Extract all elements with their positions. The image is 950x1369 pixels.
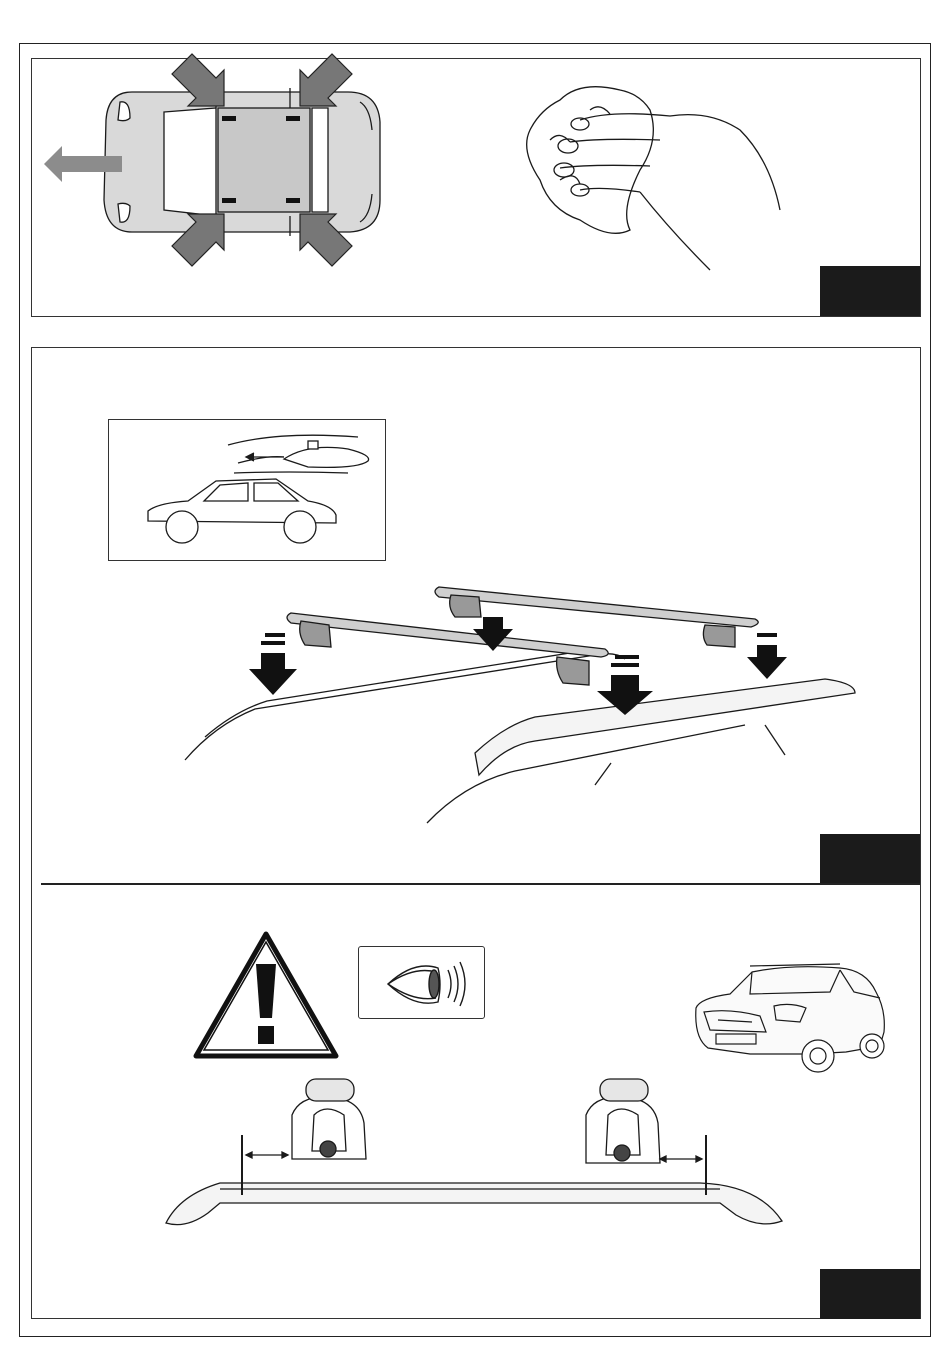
eye-inspect-icon — [358, 946, 485, 1019]
crossbar-mounting-illustration — [175, 575, 865, 835]
step-tab-3 — [820, 1269, 920, 1319]
equal-distance-rail-diagram — [160, 1075, 790, 1235]
step-tab-2 — [820, 834, 920, 884]
panel-divider — [41, 883, 920, 885]
vehicle-photo — [690, 962, 890, 1077]
airflow-inset-illustration — [108, 419, 386, 561]
warning-triangle-icon — [192, 930, 340, 1060]
car-top-view — [30, 50, 390, 270]
hand-wiping-illustration — [520, 80, 800, 280]
step-tab-1 — [820, 266, 920, 316]
